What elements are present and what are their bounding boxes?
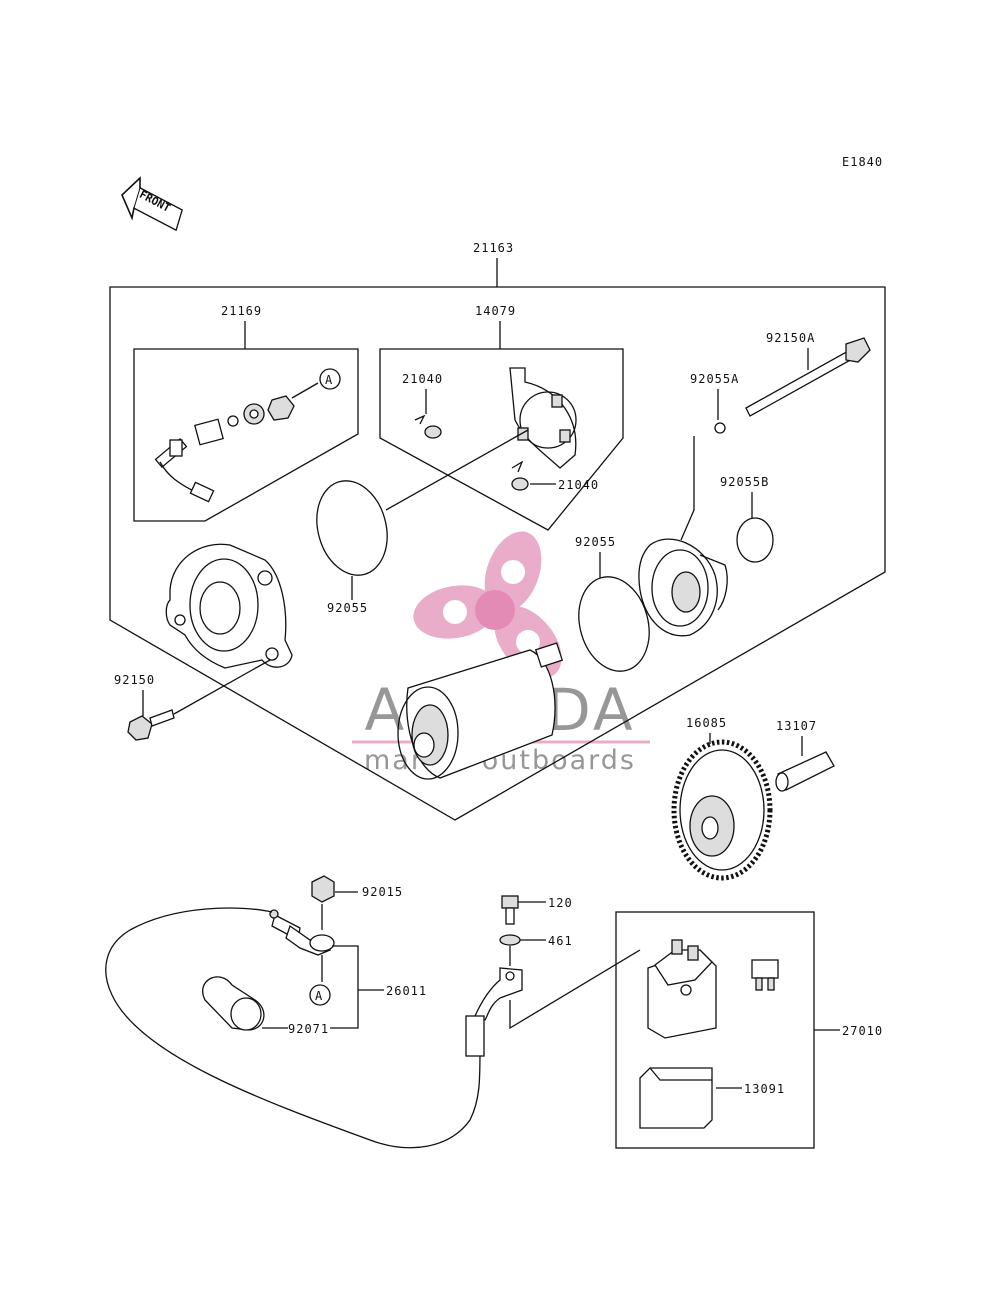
mount-bolt-part <box>127 709 175 741</box>
long-bolt-part <box>745 337 871 417</box>
oring-92055b-part <box>736 517 774 563</box>
leader-bolt-to-cover <box>173 659 271 715</box>
brush-spring-b-part <box>511 460 529 491</box>
callout-92015: 92015 <box>362 885 403 899</box>
bolt-120-part <box>501 895 519 925</box>
diagram-code: E1840 <box>842 155 883 169</box>
starter-relay-part <box>647 939 717 1039</box>
terminal-cap-part <box>202 976 265 1031</box>
cable-terminal-part <box>269 909 335 956</box>
fuse-part <box>751 959 779 991</box>
motor-yoke-part <box>397 642 564 780</box>
leader-holder-to-motor <box>385 429 529 511</box>
callout-92055-right: 92055 <box>575 535 616 549</box>
callout-16085: 16085 <box>686 716 727 730</box>
callout-92150: 92150 <box>114 673 155 687</box>
terminal-nut-part <box>267 395 295 421</box>
relay-cover-part <box>639 1067 713 1129</box>
idler-gear-part <box>671 739 773 881</box>
marker-a-bottom <box>309 984 331 1006</box>
brush-terminal-part <box>154 437 215 503</box>
washer-92055a-part <box>714 422 726 434</box>
callout-92055-left: 92055 <box>327 601 368 615</box>
brush-kit-box <box>133 348 359 522</box>
oring-92055-right-part <box>578 576 650 672</box>
starter-cable-part <box>105 907 481 1149</box>
washer-461-part <box>499 934 521 946</box>
callout-21040-b: 21040 <box>558 478 599 492</box>
leader-lead-to-relay <box>509 949 641 1030</box>
oring-92055-left-part <box>316 480 388 576</box>
bracket-26011 <box>330 945 359 1029</box>
leader-washer-to-cover <box>680 436 695 541</box>
callout-21169: 21169 <box>221 304 262 318</box>
callout-13091: 13091 <box>744 1082 785 1096</box>
bushing-hole <box>249 409 259 419</box>
assembly-frame <box>109 286 886 821</box>
holder-box <box>379 348 624 531</box>
insulator-plate-part <box>194 418 224 446</box>
callout-461: 461 <box>548 934 573 948</box>
callout-120: 120 <box>548 896 573 910</box>
marker-a-bottom-label: A <box>315 989 323 1003</box>
leader-a-top <box>291 382 319 399</box>
marker-a-top <box>319 368 341 390</box>
callout-27010: 27010 <box>842 1024 883 1038</box>
callout-21163: 21163 <box>473 241 514 255</box>
ground-lead-part <box>465 967 523 1057</box>
end-cover-part <box>165 543 293 669</box>
callout-26011: 26011 <box>386 984 427 998</box>
callout-92055a: 92055A <box>690 372 739 386</box>
front-arrow-icon: FRONT <box>121 176 183 232</box>
callout-92071: 92071 <box>288 1022 329 1036</box>
brush-spring-a-part <box>414 414 442 439</box>
callout-92150a: 92150A <box>766 331 815 345</box>
shaft-part <box>775 751 835 792</box>
callout-14079: 14079 <box>475 304 516 318</box>
nut-92015-part <box>311 875 335 903</box>
marker-a-top-label: A <box>325 373 333 387</box>
small-washer-part <box>227 415 239 427</box>
front-cover-part <box>638 538 728 637</box>
callout-92055b: 92055B <box>720 475 769 489</box>
callout-13107: 13107 <box>776 719 817 733</box>
callout-21040-a: 21040 <box>402 372 443 386</box>
brush-holder-plate-part <box>509 367 577 469</box>
